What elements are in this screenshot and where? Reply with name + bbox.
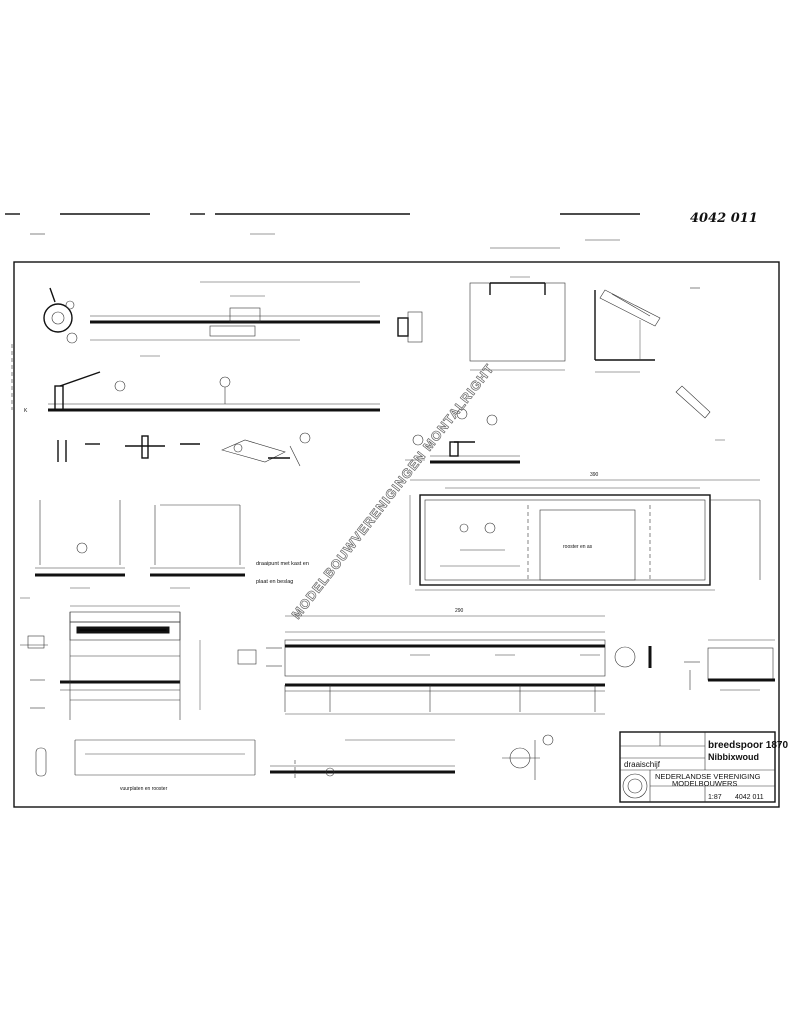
center-panel-label: rooster en as <box>563 544 593 550</box>
crank-assembly-view <box>11 281 423 410</box>
handwritten-number: 4042 011 <box>690 211 758 226</box>
svg-text:K: K <box>24 408 28 414</box>
long-bar-view: K <box>24 355 380 414</box>
title-subtitle: draaischijf <box>624 760 661 769</box>
title-line-1: breedspoor 1870 <box>708 740 788 751</box>
caption-left: vuurplaten en rooster <box>120 786 168 792</box>
long-rail-view <box>237 615 652 715</box>
main-frame-view <box>409 479 761 591</box>
top-edge-marks <box>5 213 640 249</box>
title-block <box>619 731 776 803</box>
organization-line-2: MODELBOUWERS <box>672 779 737 788</box>
angled-bracket-view <box>594 289 661 373</box>
angled-detail-right <box>675 287 725 441</box>
lower-left-plate-view <box>20 605 201 720</box>
title-line-2: Nibbixwoud <box>708 752 759 762</box>
plate-view-top-right <box>469 276 566 371</box>
drawing-border <box>13 261 780 808</box>
channel-sections <box>20 500 245 599</box>
upper-rail-assembly <box>405 408 520 464</box>
caption-middle-2: plaat en beslag <box>256 579 293 585</box>
scale-label: 1:87 <box>708 794 722 801</box>
diagonal-watermark: MODELBOUWVERENIGINGEN MONTALRIGHT <box>289 361 498 622</box>
bottom-parts-row <box>35 734 554 780</box>
dimension-label-290: 290 <box>455 608 464 614</box>
sheet-number: 4042 011 <box>735 794 764 801</box>
right-small-detail <box>684 639 775 691</box>
small-parts-row <box>57 432 311 467</box>
dimension-label-390: 390 <box>590 472 599 478</box>
caption-middle-1: draaipunt met kast en <box>256 561 309 567</box>
organization-line-1: NEDERLANDSE VERENIGING <box>655 772 761 781</box>
